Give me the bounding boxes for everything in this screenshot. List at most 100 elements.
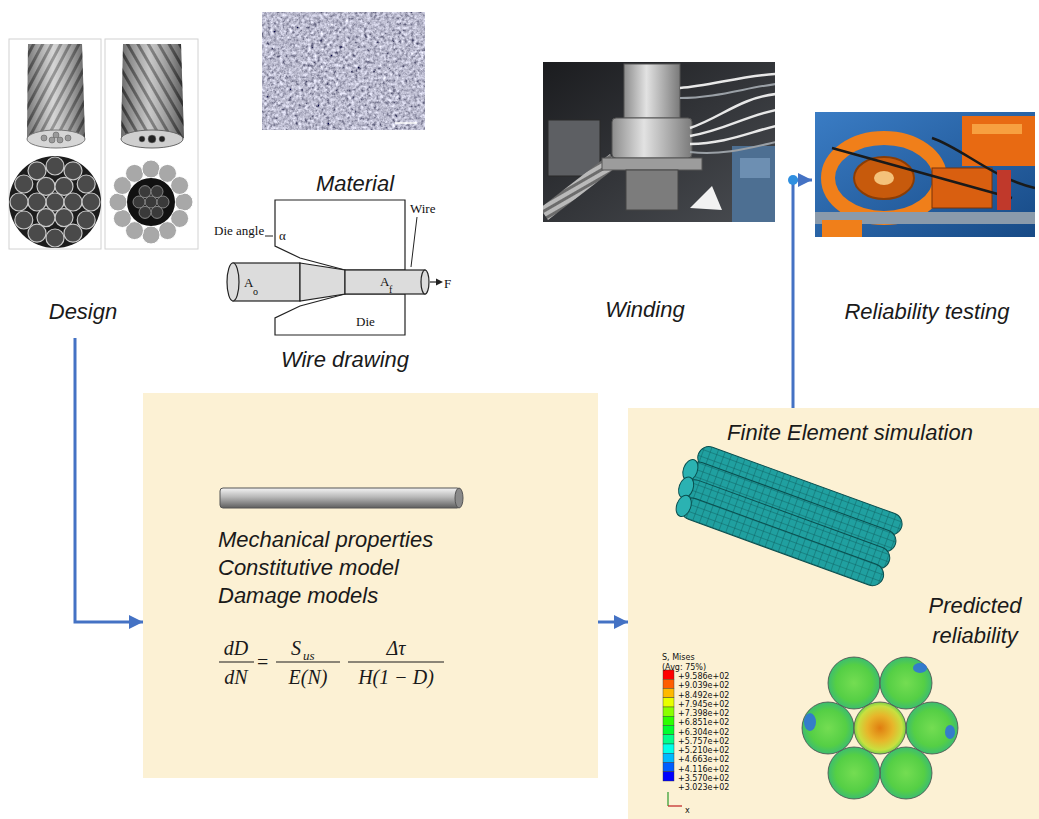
wire-body (227, 263, 239, 301)
winding-photo (626, 170, 678, 210)
design-panel-left (27, 44, 85, 144)
process-box: Mechanical propertiesConstitutive modelD… (143, 393, 598, 778)
equation-subscript: us (303, 648, 315, 663)
area-symbol: A (244, 275, 253, 290)
force-symbol: F (444, 276, 451, 291)
label-holder: F (444, 274, 451, 292)
stress-cross-section (802, 702, 854, 754)
label-holder: +4.663e+02 (678, 748, 729, 766)
design-panel-right (159, 136, 165, 142)
text-holder: Mechanical properties (218, 527, 433, 553)
design-panel-left (46, 157, 64, 175)
reliability-test-photo (874, 171, 894, 185)
figure-label: Die angle (214, 223, 264, 238)
design-panel-left (55, 209, 73, 227)
design-panel-right (105, 39, 198, 249)
label-holder: Die (356, 312, 375, 330)
text-holder: Winding (570, 297, 720, 323)
label-holder: +5.210e+02 (678, 739, 729, 757)
stress-cross-section (906, 702, 958, 754)
legend-value: +6.304e+02 (678, 728, 729, 738)
fraction-bar (219, 661, 444, 662)
material-micrograph (262, 12, 425, 130)
label-holder: A (380, 272, 389, 290)
equation-term: Δτ (387, 636, 406, 660)
flow-arrow (75, 338, 143, 622)
design-panel-left (64, 224, 82, 242)
design-panel-left (28, 224, 46, 242)
legend-value: +4.116e+02 (678, 765, 729, 775)
label-holder: +9.039e+02 (678, 674, 729, 692)
contour-legend-bar (663, 753, 674, 762)
winding-photo (690, 126, 775, 144)
design-panel-left (28, 193, 46, 211)
winding-photo (612, 118, 692, 158)
property-text: Damage models (218, 583, 378, 609)
label-holder: +6.851e+02 (678, 711, 729, 729)
design-panel-right (159, 222, 177, 240)
text-holder: Constitutive model (218, 555, 399, 581)
text-holder: Δτ (366, 636, 426, 660)
design-panel-right (106, 157, 196, 247)
text-holder: Damage models (218, 583, 378, 609)
axis-triad (668, 792, 682, 806)
stress-cross-section (802, 657, 958, 799)
design-panel-left (77, 175, 95, 193)
stress-cross-section (913, 663, 927, 673)
design-panel-left (46, 229, 64, 247)
text-holder: Design (18, 299, 148, 325)
design-panel-left (37, 209, 55, 227)
design-panel-right (106, 157, 196, 247)
wire-body (233, 263, 300, 301)
design-panel-left (15, 175, 33, 193)
label-holder: +3.570e+02 (678, 767, 729, 785)
force-arrow (436, 279, 443, 286)
design-panel-right (151, 186, 163, 198)
stress-cross-section (804, 713, 816, 731)
design-panel-left (9, 39, 101, 249)
design-panel-right (127, 178, 175, 226)
die-block (275, 200, 405, 270)
area-symbol: A (380, 274, 389, 289)
axis-triad (668, 805, 682, 806)
contour-legend-bar (663, 735, 674, 744)
legend-value: +3.023e+02 (678, 783, 729, 793)
leader-line (265, 236, 273, 237)
design-panel-left (65, 135, 71, 141)
winding-photo (690, 110, 775, 136)
text-holder: Predicted reliability (915, 591, 1035, 651)
contour-legend-bar (663, 679, 674, 688)
stress-cross-section (854, 702, 906, 754)
label-holder: Die angle (214, 221, 264, 239)
reliability-test-photo (828, 138, 940, 218)
design-panel-right (145, 196, 157, 208)
design-panel-left (9, 156, 101, 248)
caption-text: Material (316, 171, 394, 197)
design-panel-right (139, 206, 151, 218)
label-holder: f (389, 279, 392, 297)
stress-cross-section (802, 657, 958, 799)
text-holder: Reliability testing (818, 299, 1036, 325)
wire-body (300, 263, 345, 301)
flow-arrow (793, 180, 812, 408)
design-panel-right (109, 193, 127, 211)
winding-photo (690, 186, 722, 210)
equation-term: E(N) (289, 665, 328, 689)
design-panel-right (171, 177, 189, 195)
contour-legend-bar (663, 772, 674, 781)
design-panel-right (142, 160, 160, 178)
design-panel-left (64, 193, 82, 211)
design-panel-left (27, 130, 85, 148)
reliability-test-photo (972, 124, 1022, 134)
wire-specimen-figure (455, 488, 463, 508)
label-holder: α (279, 226, 286, 244)
fraction-bar (348, 661, 444, 662)
fe-mesh-strand (668, 440, 905, 588)
wire-body (345, 270, 425, 294)
legend-value: +9.039e+02 (678, 681, 729, 691)
leader-line (411, 217, 417, 267)
winding-photo (740, 158, 770, 178)
design-panel-right (133, 196, 145, 208)
legend-value: +5.210e+02 (678, 746, 729, 756)
contour-legend-bar (663, 689, 674, 698)
